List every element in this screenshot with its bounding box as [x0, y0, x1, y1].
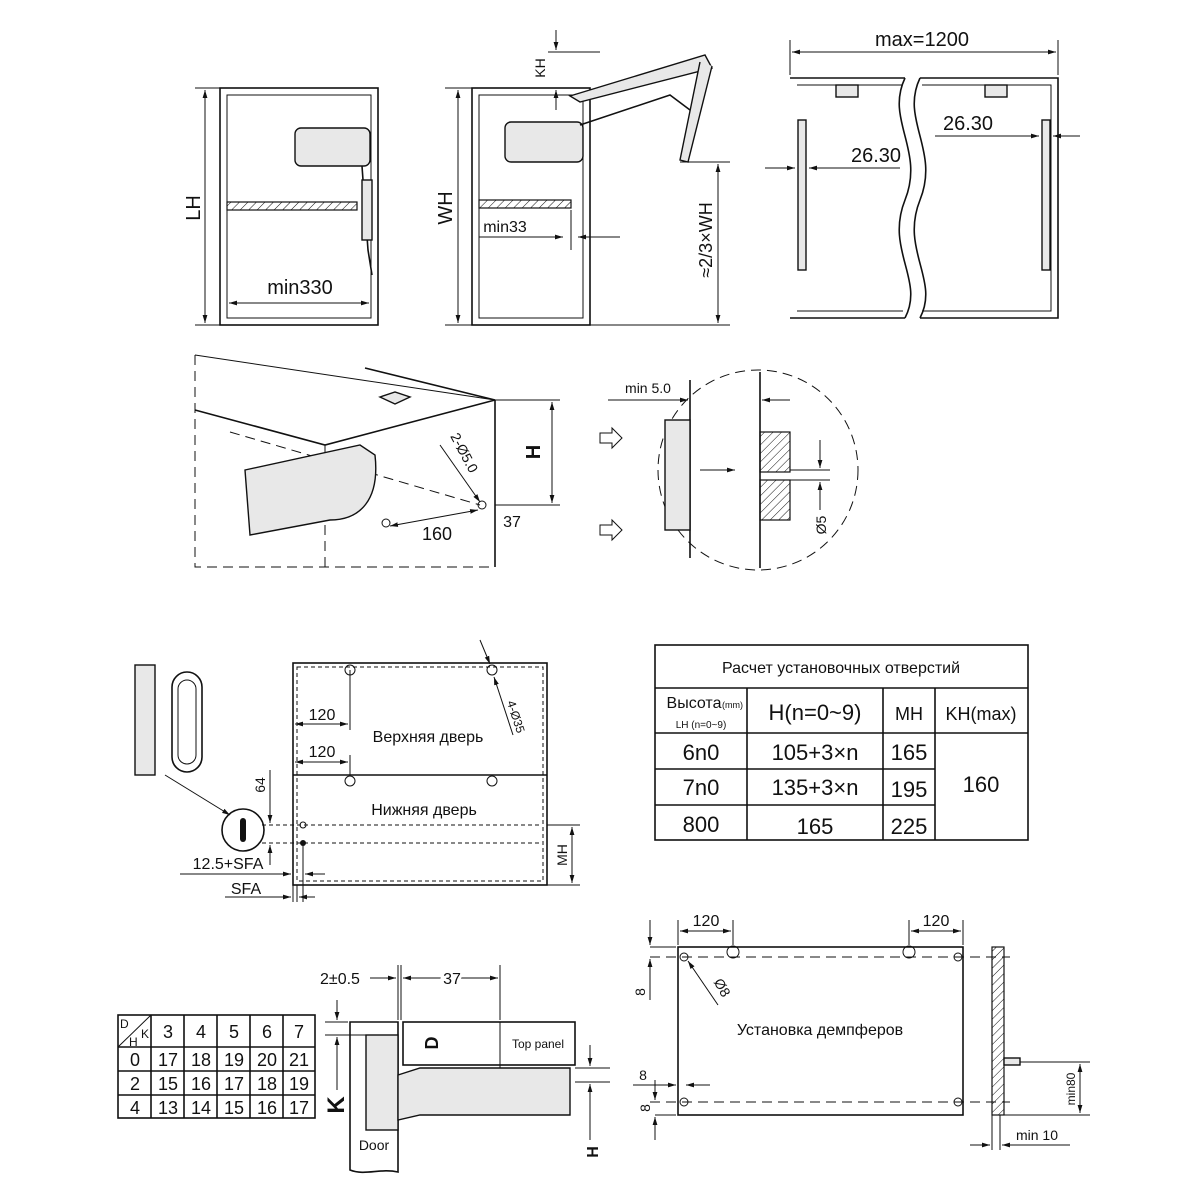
value-cell: 16 [191, 1074, 211, 1094]
max-width-label: max=1200 [875, 29, 969, 51]
offset-120-mid: 120 [309, 744, 336, 761]
height-subheader: LH (n=0~9) [676, 720, 727, 731]
value-cell: 18 [257, 1074, 277, 1094]
h-cell: 135+3×n [772, 775, 859, 800]
min330-label: min330 [267, 277, 333, 299]
lh-cell: 7n0 [683, 775, 720, 800]
right-offset-label: 26.30 [943, 113, 993, 135]
hinge-section: Door D Top panel 2±0.5 37 K H [320, 965, 610, 1174]
h-cell: 165 [797, 814, 834, 839]
h-label: H [585, 1146, 602, 1158]
value-cell: 13 [158, 1098, 178, 1118]
value-cell: 18 [191, 1050, 211, 1070]
open-view-cabinet: KH WH min33 ≈2/3×WH [435, 30, 730, 326]
min80-label: min80 [1064, 1072, 1078, 1105]
mh-cell: 165 [891, 740, 928, 765]
value-cell: 15 [224, 1098, 244, 1118]
holes-table-row: 800 165 225 [683, 812, 928, 839]
offset-120-top: 120 [309, 707, 336, 724]
mh-cell: 225 [891, 814, 928, 839]
dist-37-label: 37 [503, 514, 521, 531]
value-cell: 15 [158, 1074, 178, 1094]
lower-door-label: Нижняя дверь [371, 802, 477, 819]
corner-d: D [120, 1017, 129, 1031]
mh-header: MH [895, 704, 923, 724]
min33-label: min33 [483, 219, 527, 236]
value-cell: 14 [191, 1098, 211, 1118]
kh-value: 160 [963, 772, 1000, 797]
side-8-label: 8 [639, 1067, 647, 1083]
value-cell: 20 [257, 1050, 277, 1070]
top-8-label: 8 [632, 988, 648, 996]
height-unit: (mm) [722, 700, 743, 710]
d-label: D [422, 1037, 442, 1050]
perspective-mounting-view: H 2-Ø5.0 160 37 [194, 354, 560, 568]
h-cell: 105+3×n [772, 740, 859, 765]
h-cell: 2 [130, 1074, 140, 1094]
dk-table: D K H 3 4 5 6 7 0 17 18 19 20 21 2 15 16… [117, 1014, 316, 1119]
kh-header: KH(max) [946, 704, 1017, 724]
k-header: 3 [163, 1022, 173, 1042]
k-header: 5 [229, 1022, 239, 1042]
front-view-cabinet: max=1200 26.30 26.30 [765, 29, 1080, 319]
value-cell: 21 [289, 1050, 309, 1070]
holes-table-row: 7n0 135+3×n 195 [683, 775, 928, 802]
side-view-cabinet: LH min330 [183, 87, 379, 326]
h-header: H(n=0~9) [769, 700, 862, 725]
holes-label: 2-Ø5.0 [447, 430, 481, 475]
mh-cell: 195 [891, 777, 928, 802]
lh-cell: 6n0 [683, 740, 720, 765]
bottom-8-label: 8 [637, 1104, 653, 1112]
top-panel-label: Top panel [512, 1037, 564, 1051]
min-5-label: min 5.0 [625, 380, 671, 396]
h-cell: 4 [130, 1098, 140, 1118]
corner-h: H [129, 1035, 138, 1049]
sfa-offset-label: 12.5+SFA [193, 856, 264, 873]
holes-table-row: 6n0 105+3×n 165 [683, 740, 928, 765]
diameter-5-label: Ø5 [813, 515, 829, 534]
wh-label: WH [435, 191, 457, 224]
dim-64-label: 64 [252, 777, 268, 793]
value-cell: 17 [224, 1074, 244, 1094]
damper-layout: 120 120 Ø8 8 8 8 Установка демпферов min… [632, 913, 1090, 1150]
dist-37-label: 37 [443, 971, 461, 988]
door-label: Door [359, 1137, 390, 1153]
holes-table-title: Расчет установочных отверстий [722, 660, 960, 677]
two-thirds-wh-label: ≈2/3×WH [696, 202, 716, 277]
k-label: K [323, 1096, 350, 1114]
lh-label: LH [183, 195, 205, 221]
right-120-label: 120 [923, 913, 950, 930]
value-cell: 16 [257, 1098, 277, 1118]
upper-door-label: Верхняя дверь [373, 729, 484, 746]
corner-k: K [141, 1027, 149, 1041]
k-header: 6 [262, 1022, 272, 1042]
sfa-label: SFA [231, 881, 262, 898]
damper-title: Установка демпферов [737, 1022, 903, 1039]
dia-8-label: Ø8 [711, 975, 734, 999]
h-cell: 0 [130, 1050, 140, 1070]
dist-160-label: 160 [422, 524, 452, 544]
value-cell: 19 [224, 1050, 244, 1070]
gap-label: 2±0.5 [320, 971, 360, 988]
holes-table: Расчет установочных отверстий Высота (mm… [654, 644, 1029, 841]
detail-view: min 5.0 Ø5 [599, 369, 859, 571]
value-cell: 17 [158, 1050, 178, 1070]
value-cell: 19 [289, 1074, 309, 1094]
lh-cell: 800 [683, 812, 720, 837]
h-label: H [523, 445, 545, 459]
value-cell: 17 [289, 1098, 309, 1118]
door-layout: 120 120 Верхняя дверь Нижняя дверь 4-Ø35… [134, 639, 580, 902]
left-120-label: 120 [693, 913, 720, 930]
k-header: 7 [294, 1022, 304, 1042]
height-header: Высота [667, 695, 722, 712]
left-offset-label: 26.30 [851, 145, 901, 167]
min10-label: min 10 [1016, 1127, 1058, 1143]
mh-label: MH [554, 844, 570, 866]
kh-label: KH [532, 58, 548, 77]
k-header: 4 [196, 1022, 206, 1042]
